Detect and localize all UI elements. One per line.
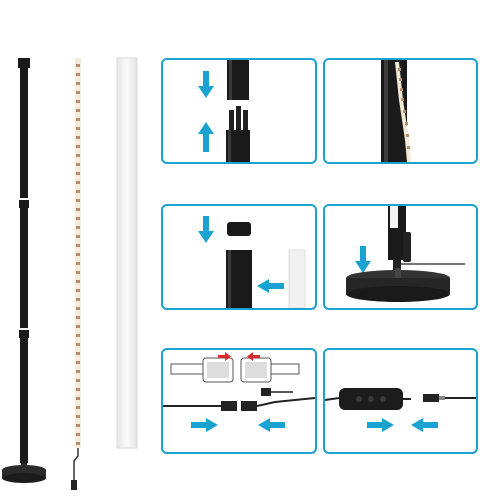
led-dot — [76, 145, 80, 148]
led-dot — [76, 163, 80, 166]
led-dot — [76, 316, 80, 319]
led-dot — [76, 109, 80, 112]
led-dot — [76, 64, 80, 67]
arrow-left-icon — [411, 418, 438, 432]
step-4-panel — [323, 204, 478, 310]
led-dot — [76, 388, 80, 391]
red-arrow-right-icon — [218, 352, 231, 361]
arrow-up-icon — [198, 122, 214, 152]
led-dot — [76, 262, 80, 265]
led-dot — [76, 271, 80, 274]
arrow-left-icon — [258, 418, 285, 432]
led-dot — [76, 199, 80, 202]
step-1-panel — [161, 58, 317, 164]
led-dot — [76, 244, 80, 247]
arrow-down-icon — [355, 246, 371, 273]
step-2-panel — [323, 58, 478, 164]
led-dot — [76, 154, 80, 157]
led-dot — [76, 370, 80, 373]
led-dot — [76, 289, 80, 292]
led-dot — [76, 190, 80, 193]
red-arrow-left-icon — [247, 352, 260, 361]
led-dot — [76, 73, 80, 76]
led-strip — [66, 56, 90, 496]
led-dot — [76, 100, 80, 103]
arrow-right-icon — [367, 418, 394, 432]
led-dot — [76, 127, 80, 130]
diffuser-tube — [112, 56, 142, 456]
led-dot — [76, 343, 80, 346]
led-dot — [76, 361, 80, 364]
assembled-floor-pole — [0, 56, 50, 496]
arrow-left-icon — [257, 279, 284, 293]
led-dot — [76, 226, 80, 229]
step-6-panel — [323, 348, 478, 454]
led-dot — [76, 379, 80, 382]
led-dot — [76, 253, 80, 256]
led-dot — [76, 334, 80, 337]
led-dot — [76, 397, 80, 400]
led-dot — [76, 352, 80, 355]
arrow-down-icon — [198, 71, 214, 98]
led-dot — [76, 91, 80, 94]
led-dot — [76, 172, 80, 175]
led-dot — [76, 181, 80, 184]
led-dot — [76, 415, 80, 418]
led-dot — [76, 307, 80, 310]
led-dot — [76, 118, 80, 121]
led-dot — [76, 136, 80, 139]
led-dot — [76, 217, 80, 220]
led-dot — [76, 82, 80, 85]
led-dot — [76, 325, 80, 328]
led-dot — [76, 433, 80, 436]
led-dot — [76, 406, 80, 409]
led-dot — [76, 235, 80, 238]
led-dot — [76, 208, 80, 211]
led-dot — [76, 424, 80, 427]
step-5-panel — [161, 348, 317, 454]
led-dot — [76, 298, 80, 301]
arrow-right-icon — [191, 418, 218, 432]
arrow-down-icon — [198, 216, 214, 243]
led-dot — [76, 280, 80, 283]
led-dot — [76, 442, 80, 445]
step-3-panel — [161, 204, 317, 310]
